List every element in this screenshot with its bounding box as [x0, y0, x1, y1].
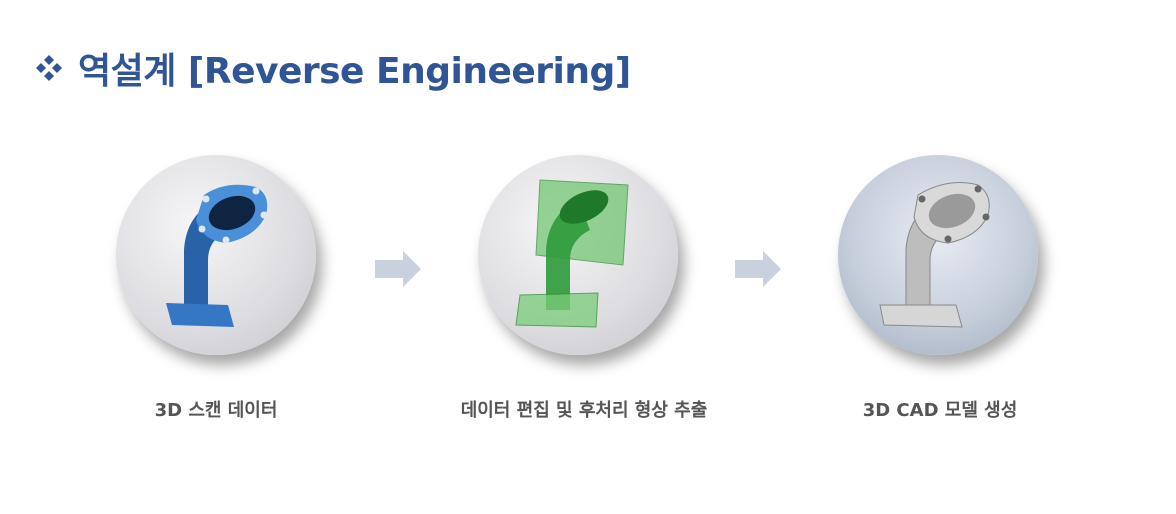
- arrow-right-icon: [735, 251, 781, 287]
- edited-data-image: [478, 155, 678, 355]
- title-text: 역설계 [Reverse Engineering]: [78, 51, 631, 92]
- step-label-scan: 3D 스캔 데이터: [154, 400, 278, 421]
- diamond-bullet-icon: [36, 55, 62, 81]
- step-label-cad: 3D CAD 모델 생성: [862, 400, 1018, 421]
- cad-model-image: [838, 155, 1038, 355]
- step-label-edit: 데이터 편집 및 후처리 형상 추출: [460, 400, 708, 421]
- arrow-right-icon: [375, 251, 421, 287]
- page-title: 역설계 [Reverse Engineering]: [34, 42, 631, 94]
- scan-data-image: [116, 155, 316, 355]
